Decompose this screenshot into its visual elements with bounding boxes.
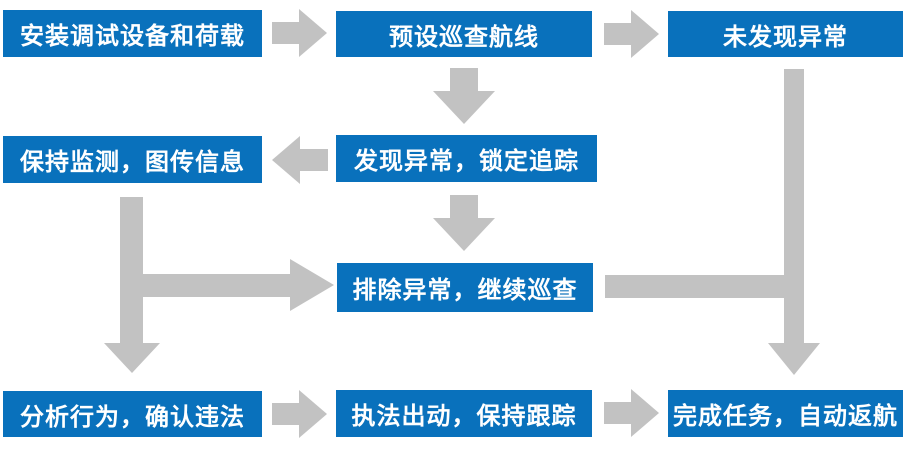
arrow-analyze-to-enforce-icon [272,390,327,438]
node-no-anomaly-found: 未发现异常 [668,11,903,57]
arrow-monitor-branch-to-resume-head-icon [290,259,334,311]
node-label: 保持监测，图传信息 [20,149,245,176]
arrow-head [433,218,495,251]
node-enforcement-keep-tracking: 执法出动，保持跟踪 [336,390,592,437]
node-analyze-confirm-violation: 分析行为，确认违法 [3,391,262,437]
arrow-head [631,10,659,58]
node-keep-monitoring: 保持监测，图传信息 [3,136,262,183]
node-anomaly-found-lock-track: 发现异常，锁定追踪 [336,135,597,182]
arrow-found-down-to-resume-icon [433,195,495,251]
arrow-tail [604,402,631,424]
arrow-tail [604,23,631,45]
arrow-install-to-preset-icon [272,9,327,57]
connector-noanomaly-vertical-line [784,69,804,343]
arrow-found-to-monitor-icon [272,136,328,184]
connector-monitor-vertical-line [120,197,143,343]
arrow-tail [300,149,328,171]
node-label: 预设巡查航线 [389,23,539,51]
arrow-preset-to-noanomaly-icon [604,10,659,58]
node-label: 排除异常，继续巡查 [352,277,578,304]
arrow-head [299,9,327,57]
node-mission-complete-auto-return: 完成任务，自动返航 [668,390,903,437]
node-label: 未发现异常 [723,23,848,51]
connector-monitor-branch-horizontal-line [143,274,290,297]
arrow-enforce-to-complete-icon [604,389,659,437]
arrow-head [272,136,300,184]
arrow-tail [272,403,299,425]
arrow-noanomaly-down-to-complete-head-icon [768,343,820,375]
node-anomaly-cleared-resume-patrol: 排除异常，继续巡查 [337,263,593,312]
arrow-tail [450,68,478,91]
arrow-head [631,389,659,437]
arrow-head [299,390,327,438]
node-label: 完成任务，自动返航 [673,403,898,430]
arrow-preset-down-to-found-icon [433,68,495,124]
arrow-tail [272,22,299,44]
connector-resume-merge-horizontal-line [605,275,784,298]
arrow-monitor-down-to-analyze-head-icon [104,343,160,373]
node-install-debug-equipment: 安装调试设备和荷载 [3,10,262,57]
node-label: 安装调试设备和荷载 [20,23,245,50]
arrow-tail [450,195,478,218]
node-label: 分析行为，确认违法 [20,403,245,431]
node-preset-patrol-route: 预设巡查航线 [336,11,592,57]
node-label: 执法出动，保持跟踪 [351,403,577,430]
arrow-head [433,91,495,124]
node-label: 发现异常，锁定追踪 [354,148,579,175]
